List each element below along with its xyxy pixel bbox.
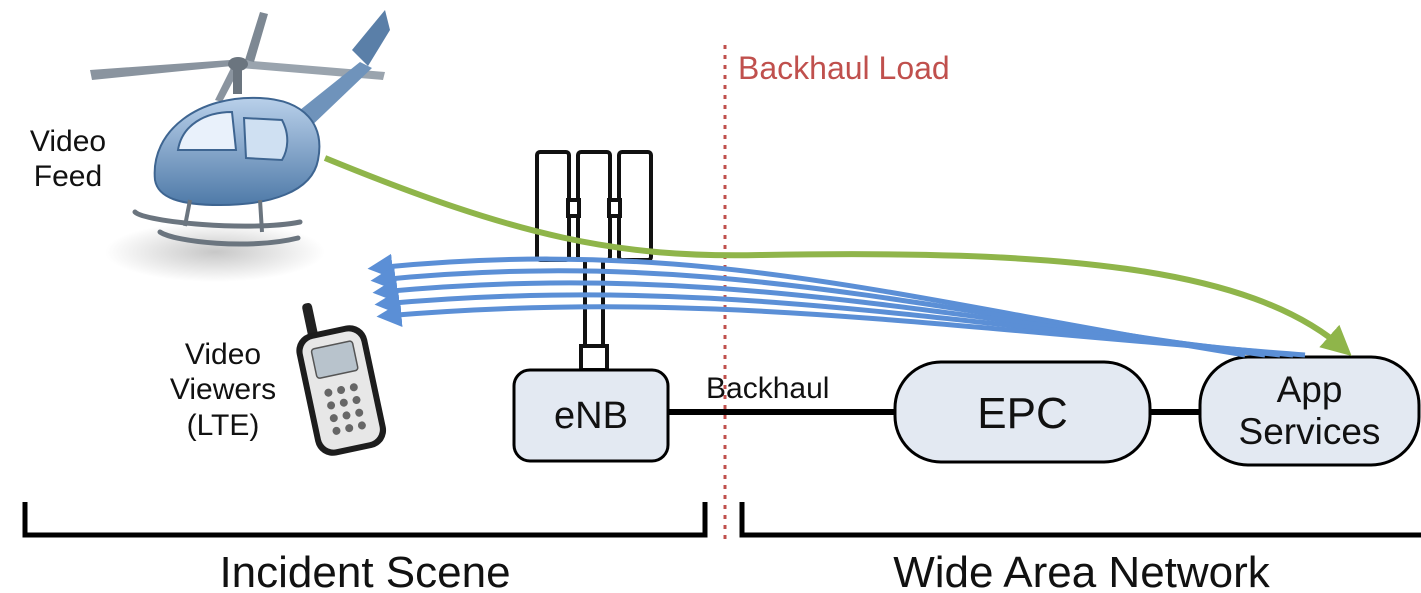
video-feed-label: Video Feed <box>29 125 107 194</box>
viewer-stream-arrows <box>367 253 1306 358</box>
wide-area-network-bracket <box>739 502 1421 538</box>
video-viewers-label: Video Viewers (LTE) <box>169 338 277 442</box>
epc-node-box <box>893 360 1152 464</box>
video-feed-arrow <box>323 155 1352 356</box>
app-services-node-label: App Services <box>1238 369 1381 452</box>
enb-node-box <box>512 368 670 463</box>
backhaul-load-label: Backhaul Load <box>738 50 950 86</box>
wide-area-network-label: Wide Area Network <box>893 548 1270 593</box>
app-services-node-box <box>1198 355 1421 467</box>
enb-node-label: eNB <box>554 395 628 437</box>
epc-node-label: EPC <box>977 389 1068 438</box>
incident-scene-bracket <box>22 502 708 538</box>
mobile-phone-icon <box>296 303 387 456</box>
helicopter-icon <box>90 10 390 282</box>
backhaul-label: Backhaul <box>706 372 830 405</box>
incident-scene-label: Incident Scene <box>219 548 511 593</box>
